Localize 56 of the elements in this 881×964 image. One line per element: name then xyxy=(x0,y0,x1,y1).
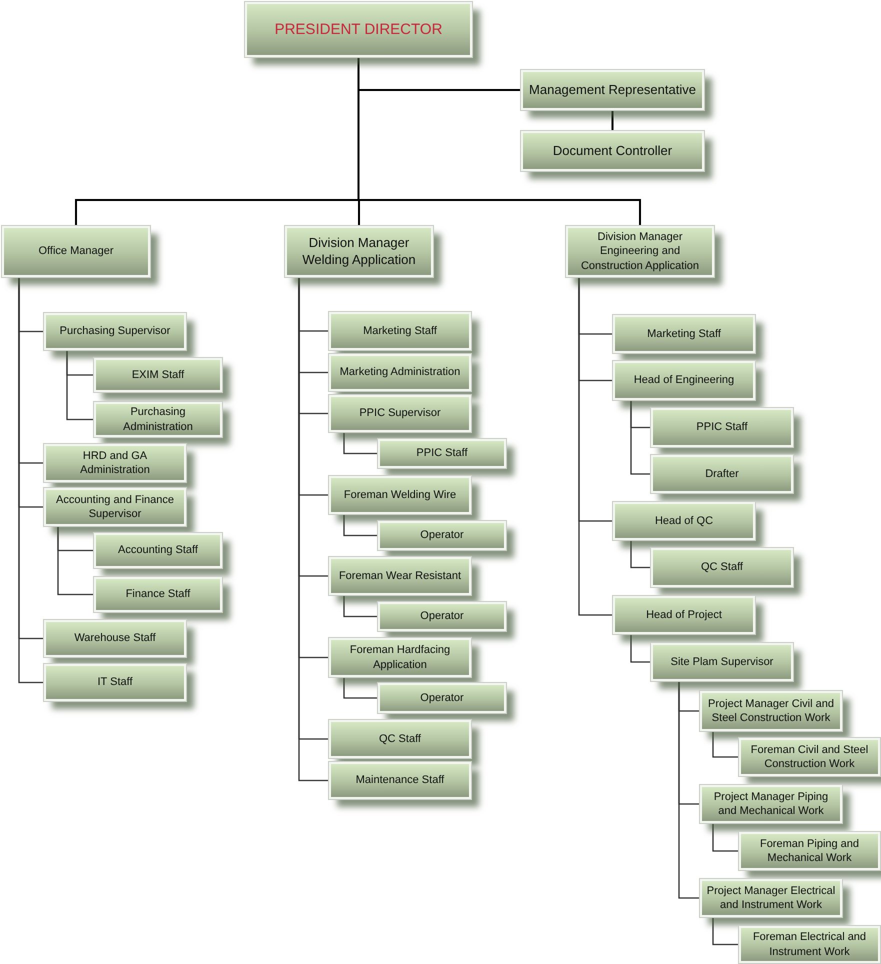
position-box: Operator xyxy=(378,521,506,550)
connector-line xyxy=(343,514,378,536)
position-box: Finance Staff xyxy=(94,577,222,612)
connector-line xyxy=(712,823,739,852)
position-box: Maintenance Staff xyxy=(329,762,471,799)
position-box: Head of Project xyxy=(613,596,755,634)
connector-line xyxy=(343,677,378,699)
connector-line xyxy=(343,595,378,618)
position-box: Project Manager Civil and Steel Construction Work xyxy=(700,691,842,731)
connector-line xyxy=(57,526,94,596)
connector-line xyxy=(630,540,651,568)
position-box: Management Representative xyxy=(521,70,704,110)
position-box: PPIC Staff xyxy=(378,439,506,468)
connector-line xyxy=(66,350,94,420)
position-box: Foreman Hardfacing Application xyxy=(329,638,471,677)
position-box: Warehouse Staff xyxy=(44,620,186,657)
position-box: EXIM Staff xyxy=(94,358,222,392)
position-box: Drafter xyxy=(651,455,793,493)
position-box: Accounting and Finance Supervisor xyxy=(44,488,186,526)
position-box: Operator xyxy=(378,683,506,713)
position-box: PRESIDENT DIRECTOR xyxy=(245,2,472,57)
connector-line xyxy=(343,432,378,454)
position-box: Foreman Piping and Mechanical Work xyxy=(739,832,880,870)
position-box: IT Staff xyxy=(44,664,186,701)
connector-line xyxy=(630,400,651,475)
position-box: Project Manager Electrical and Instrument Work xyxy=(700,879,842,917)
position-box: Marketing Staff xyxy=(613,315,755,353)
position-box: Purchasing Supervisor xyxy=(44,313,186,350)
position-box: Purchasing Administration xyxy=(94,402,222,437)
connector-line xyxy=(678,681,700,899)
position-box: Operator xyxy=(378,602,506,631)
position-box: Office Manager xyxy=(2,226,150,277)
position-box: Division Manager Engineering and Construction Application xyxy=(566,226,714,277)
position-box: Accounting Staff xyxy=(94,533,222,568)
connector-line xyxy=(712,731,739,758)
position-box: Site Plam Supervisor xyxy=(651,643,793,681)
position-box: HRD and GA Administration xyxy=(44,444,186,482)
position-box: Document Controller xyxy=(521,131,704,171)
position-box: Division Manager Welding Application xyxy=(285,226,433,277)
position-box: Marketing Staff xyxy=(329,312,471,350)
position-box: Head of Engineering xyxy=(613,361,755,400)
position-box: Marketing Administration xyxy=(329,354,471,391)
position-box: QC Staff xyxy=(329,720,471,758)
position-box: Foreman Civil and Steel Construction Work xyxy=(739,738,880,776)
position-box: Foreman Electrical and Instrument Work xyxy=(739,926,880,963)
connector-line xyxy=(630,634,651,663)
connector-line xyxy=(578,277,613,616)
position-box: Project Manager Piping and Mechanical Work xyxy=(700,785,842,823)
position-box: Foreman Welding Wire xyxy=(329,476,471,514)
connector-line xyxy=(712,917,739,946)
position-box: PPIC Supervisor xyxy=(329,395,471,432)
position-box: Foreman Wear Resistant xyxy=(329,557,471,595)
connector-line xyxy=(612,110,614,131)
position-box: QC Staff xyxy=(651,548,793,587)
position-box: Head of QC xyxy=(613,502,755,540)
position-box: PPIC Staff xyxy=(651,408,793,447)
